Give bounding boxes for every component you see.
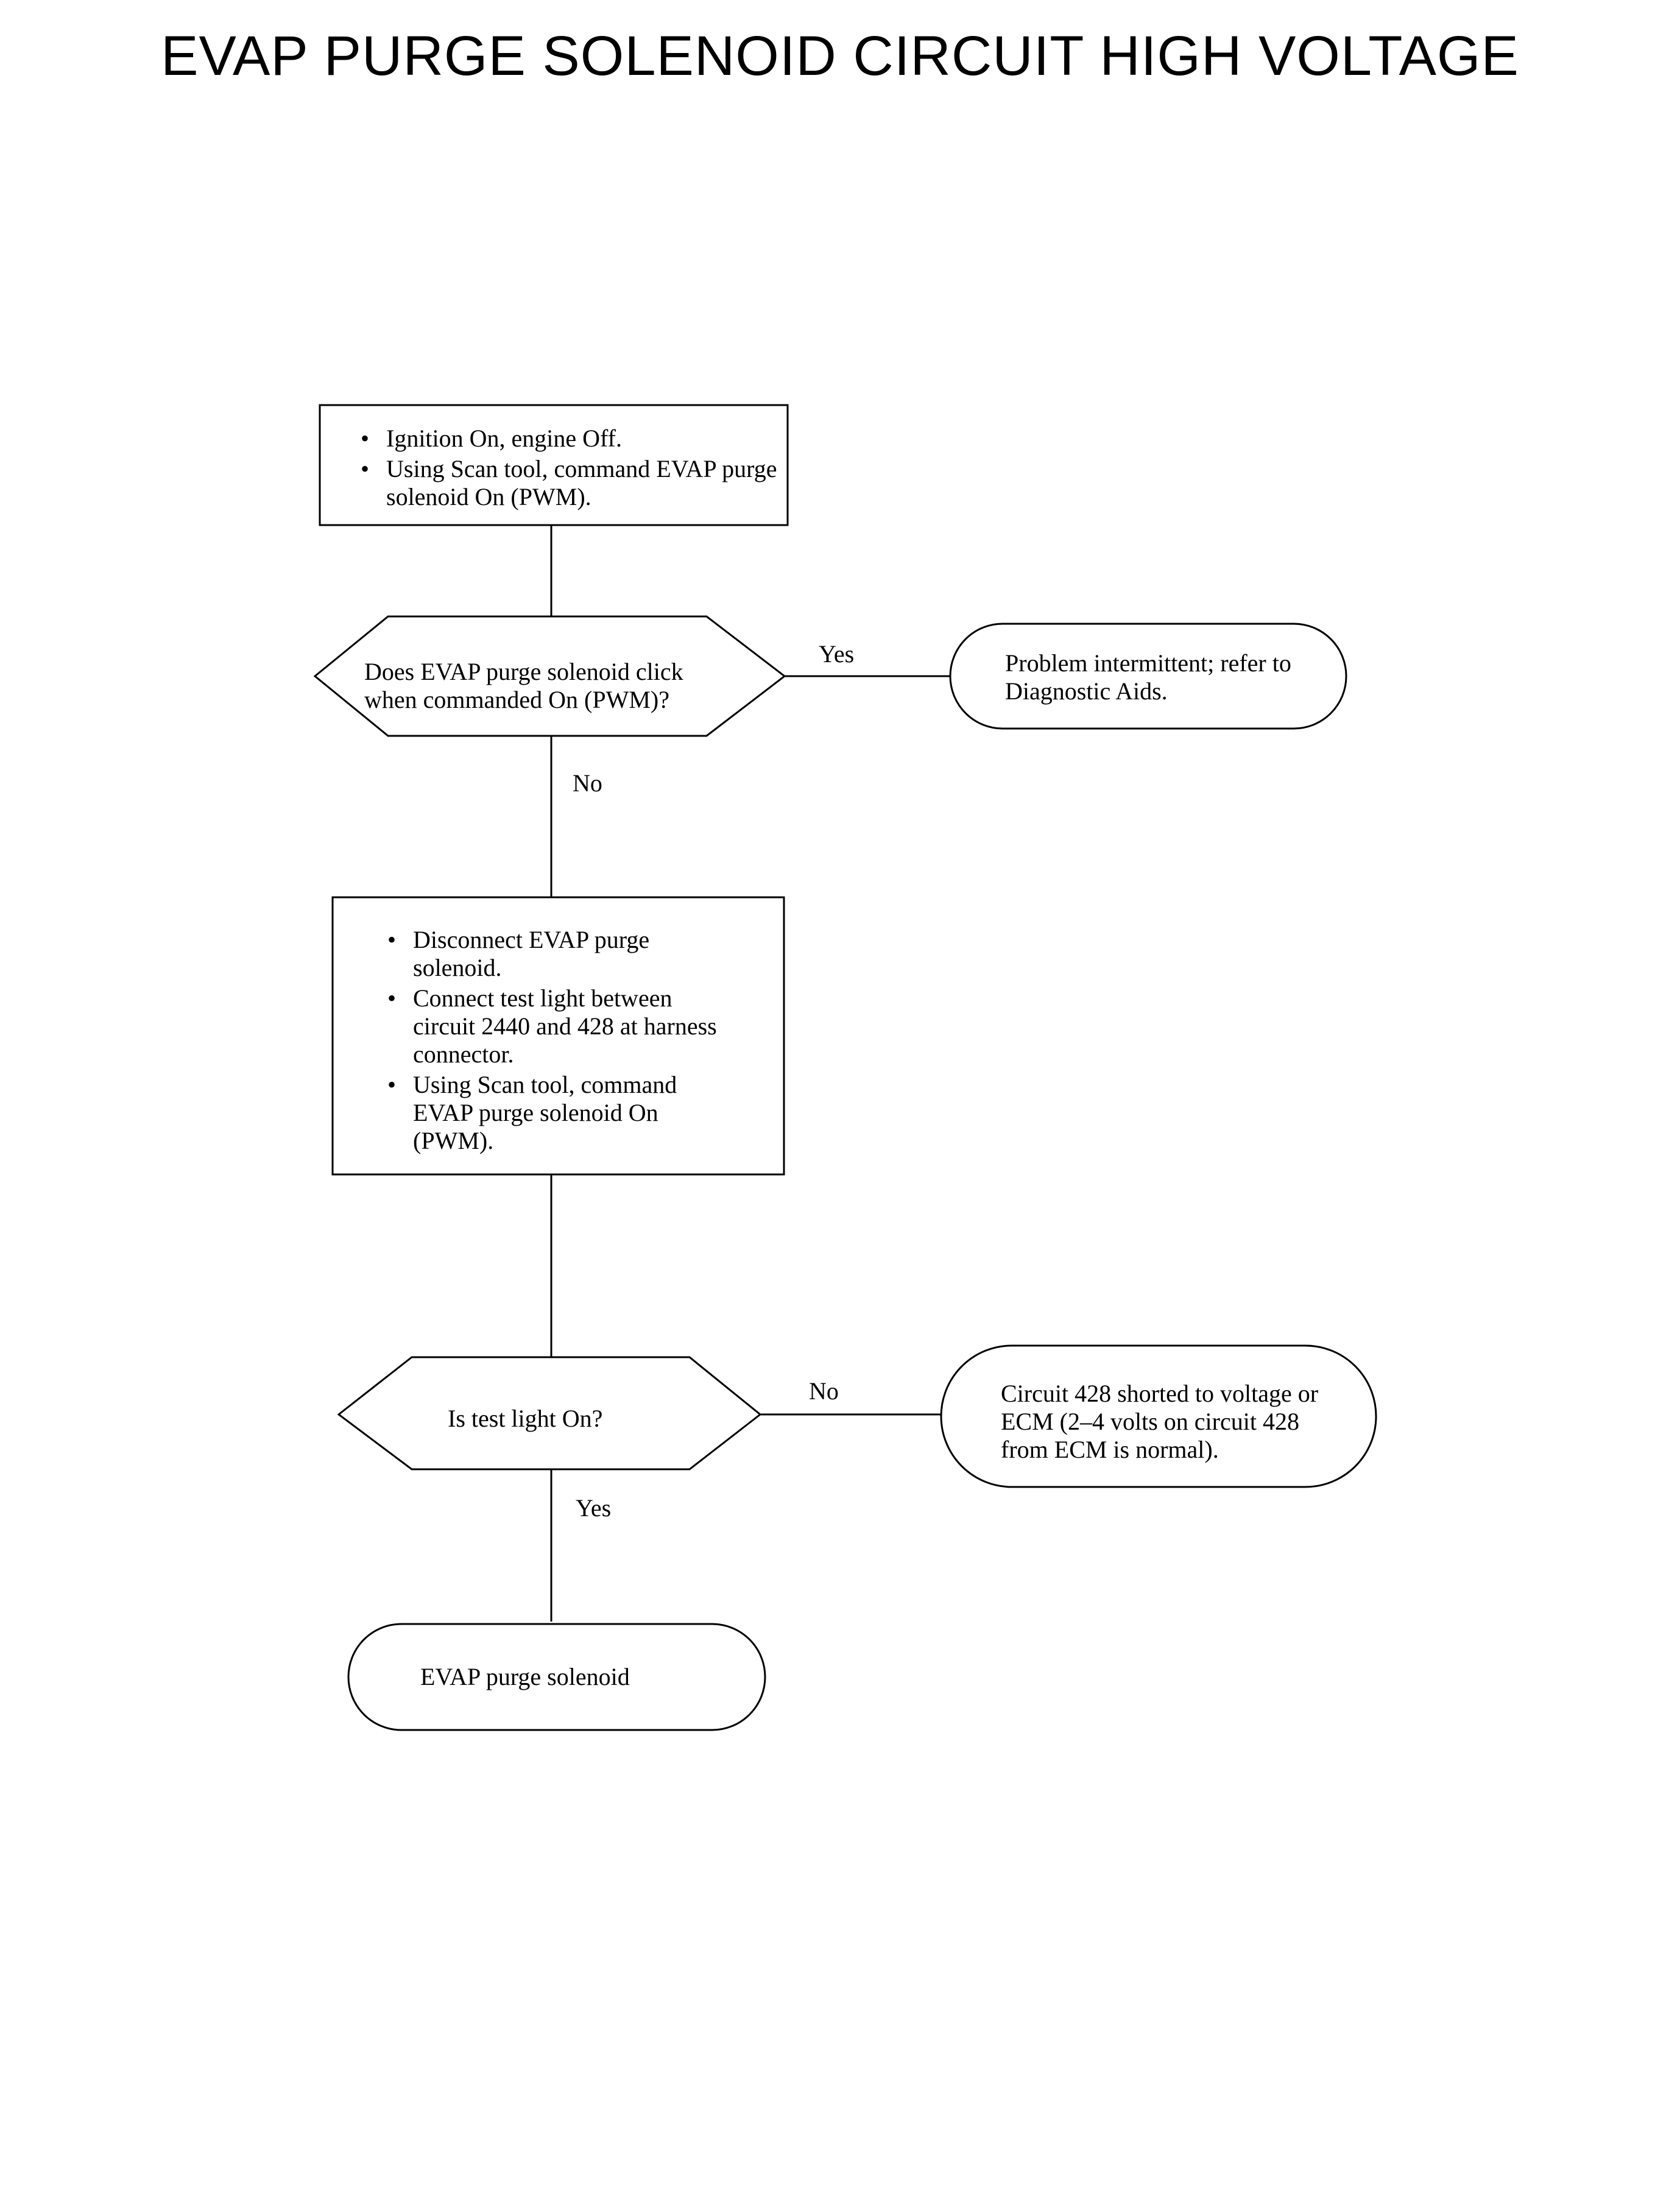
intermittent-text: Problem intermittent; refer to Diagnosti… [1005,649,1291,705]
step1-bullet: Ignition On, engine Off. [361,425,781,453]
solenoid-text: EVAP purge solenoid [420,1663,630,1690]
decision1-text: Does EVAP purge solenoid click when comm… [364,658,683,713]
decision2-text: Is test light On? [448,1405,603,1432]
edge-label-no-1: No [573,769,602,797]
step2-bullet: Disconnect EVAP purge solenoid. [387,926,729,982]
step2-text: Disconnect EVAP purge solenoid. Connect … [387,926,729,1157]
step2-bullet-list: Disconnect EVAP purge solenoid. Connect … [387,926,729,1155]
edge-label-no-2: No [809,1377,839,1405]
terminal-shape-solenoid [347,1623,766,1731]
terminal-shape-intermittent [949,623,1347,730]
page-title: EVAP PURGE SOLENOID CIRCUIT HIGH VOLTAGE [161,25,1519,87]
shorted-text: Circuit 428 shorted to voltage or ECM (2… [1001,1380,1319,1463]
terminal-shape-shorted [940,1344,1377,1488]
step1-bullet-list: Ignition On, engine Off. Using Scan tool… [361,425,781,511]
step2-bullet: Connect test light between circuit 2440 … [387,984,729,1068]
step1-text: Ignition On, engine Off. Using Scan tool… [361,425,781,514]
decision-shape-2 [337,1356,762,1470]
decision-shape-1 [313,615,786,737]
edge-label-yes-2: Yes [576,1494,612,1522]
edge-label-yes-1: Yes [819,640,855,668]
process-box-step2 [331,896,785,1176]
process-box-step1 [319,404,789,526]
step1-bullet: Using Scan tool, command EVAP purge sole… [361,455,781,511]
step2-bullet: Using Scan tool, command EVAP purge sole… [387,1071,729,1155]
